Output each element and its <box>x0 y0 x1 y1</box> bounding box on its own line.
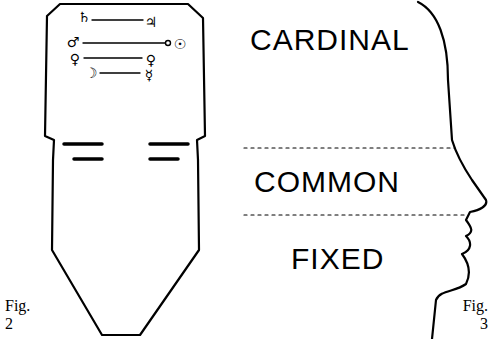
eyebrow-marks <box>64 144 188 159</box>
figure-number: Fig. 2 <box>5 297 35 334</box>
planet-symbol: ☉ <box>174 37 187 51</box>
profile-outline <box>418 2 486 339</box>
band-dividers <box>244 148 466 215</box>
zone-label: CARDINAL <box>250 25 410 55</box>
head-outline <box>45 4 205 335</box>
planet-symbol: ♀ <box>70 52 80 66</box>
planet-symbol: ♃ <box>145 15 158 29</box>
zone-label: COMMON <box>254 167 400 197</box>
planet-symbol: ☽ <box>85 66 98 80</box>
planet-symbol: ☿ <box>145 68 154 82</box>
planet-symbol: ♄ <box>78 10 91 24</box>
zone-label: FIXED <box>291 244 384 274</box>
planet-symbol: ♂ <box>67 35 80 49</box>
figure-number: Fig. 3 <box>458 297 488 334</box>
planet-symbol: ♀ <box>146 53 156 67</box>
